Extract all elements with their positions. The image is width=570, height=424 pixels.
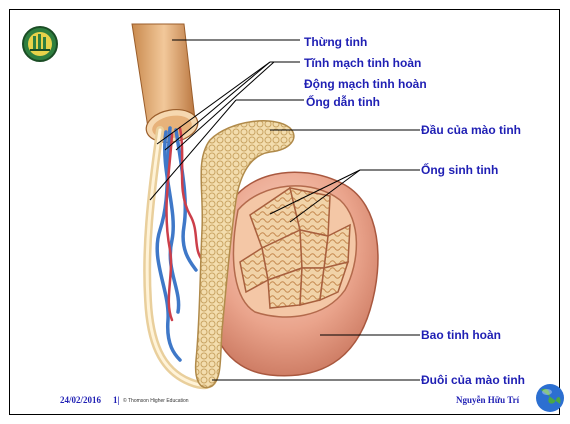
label-epididymis-head: Đầu của mào tinh	[421, 123, 521, 137]
label-vas-deferens: Ống dẫn tinh	[306, 95, 380, 109]
testicular-vein	[157, 128, 196, 360]
globe-icon	[536, 384, 564, 412]
footer-credit: © Thomson Higher Education	[123, 398, 189, 404]
footer-page: 1|	[113, 395, 119, 405]
label-seminiferous-tubules: Ống sinh tinh	[421, 163, 498, 177]
footer-author: Nguyễn Hữu Trí	[456, 395, 519, 405]
footer-date: 24/02/2016	[60, 395, 101, 405]
label-testicular-vein: Tĩnh mạch tinh hoàn	[304, 56, 421, 70]
label-testicular-artery: Động mạch tinh hoàn	[304, 77, 427, 91]
label-epididymis-tail: Đuôi của mào tinh	[421, 373, 525, 387]
label-spermatic-cord: Thừng tinh	[304, 35, 367, 49]
logo-emblem-icon	[23, 27, 57, 61]
spermatic-cord	[132, 24, 200, 146]
label-tunica-albuginea: Bao tinh hoàn	[421, 328, 501, 342]
